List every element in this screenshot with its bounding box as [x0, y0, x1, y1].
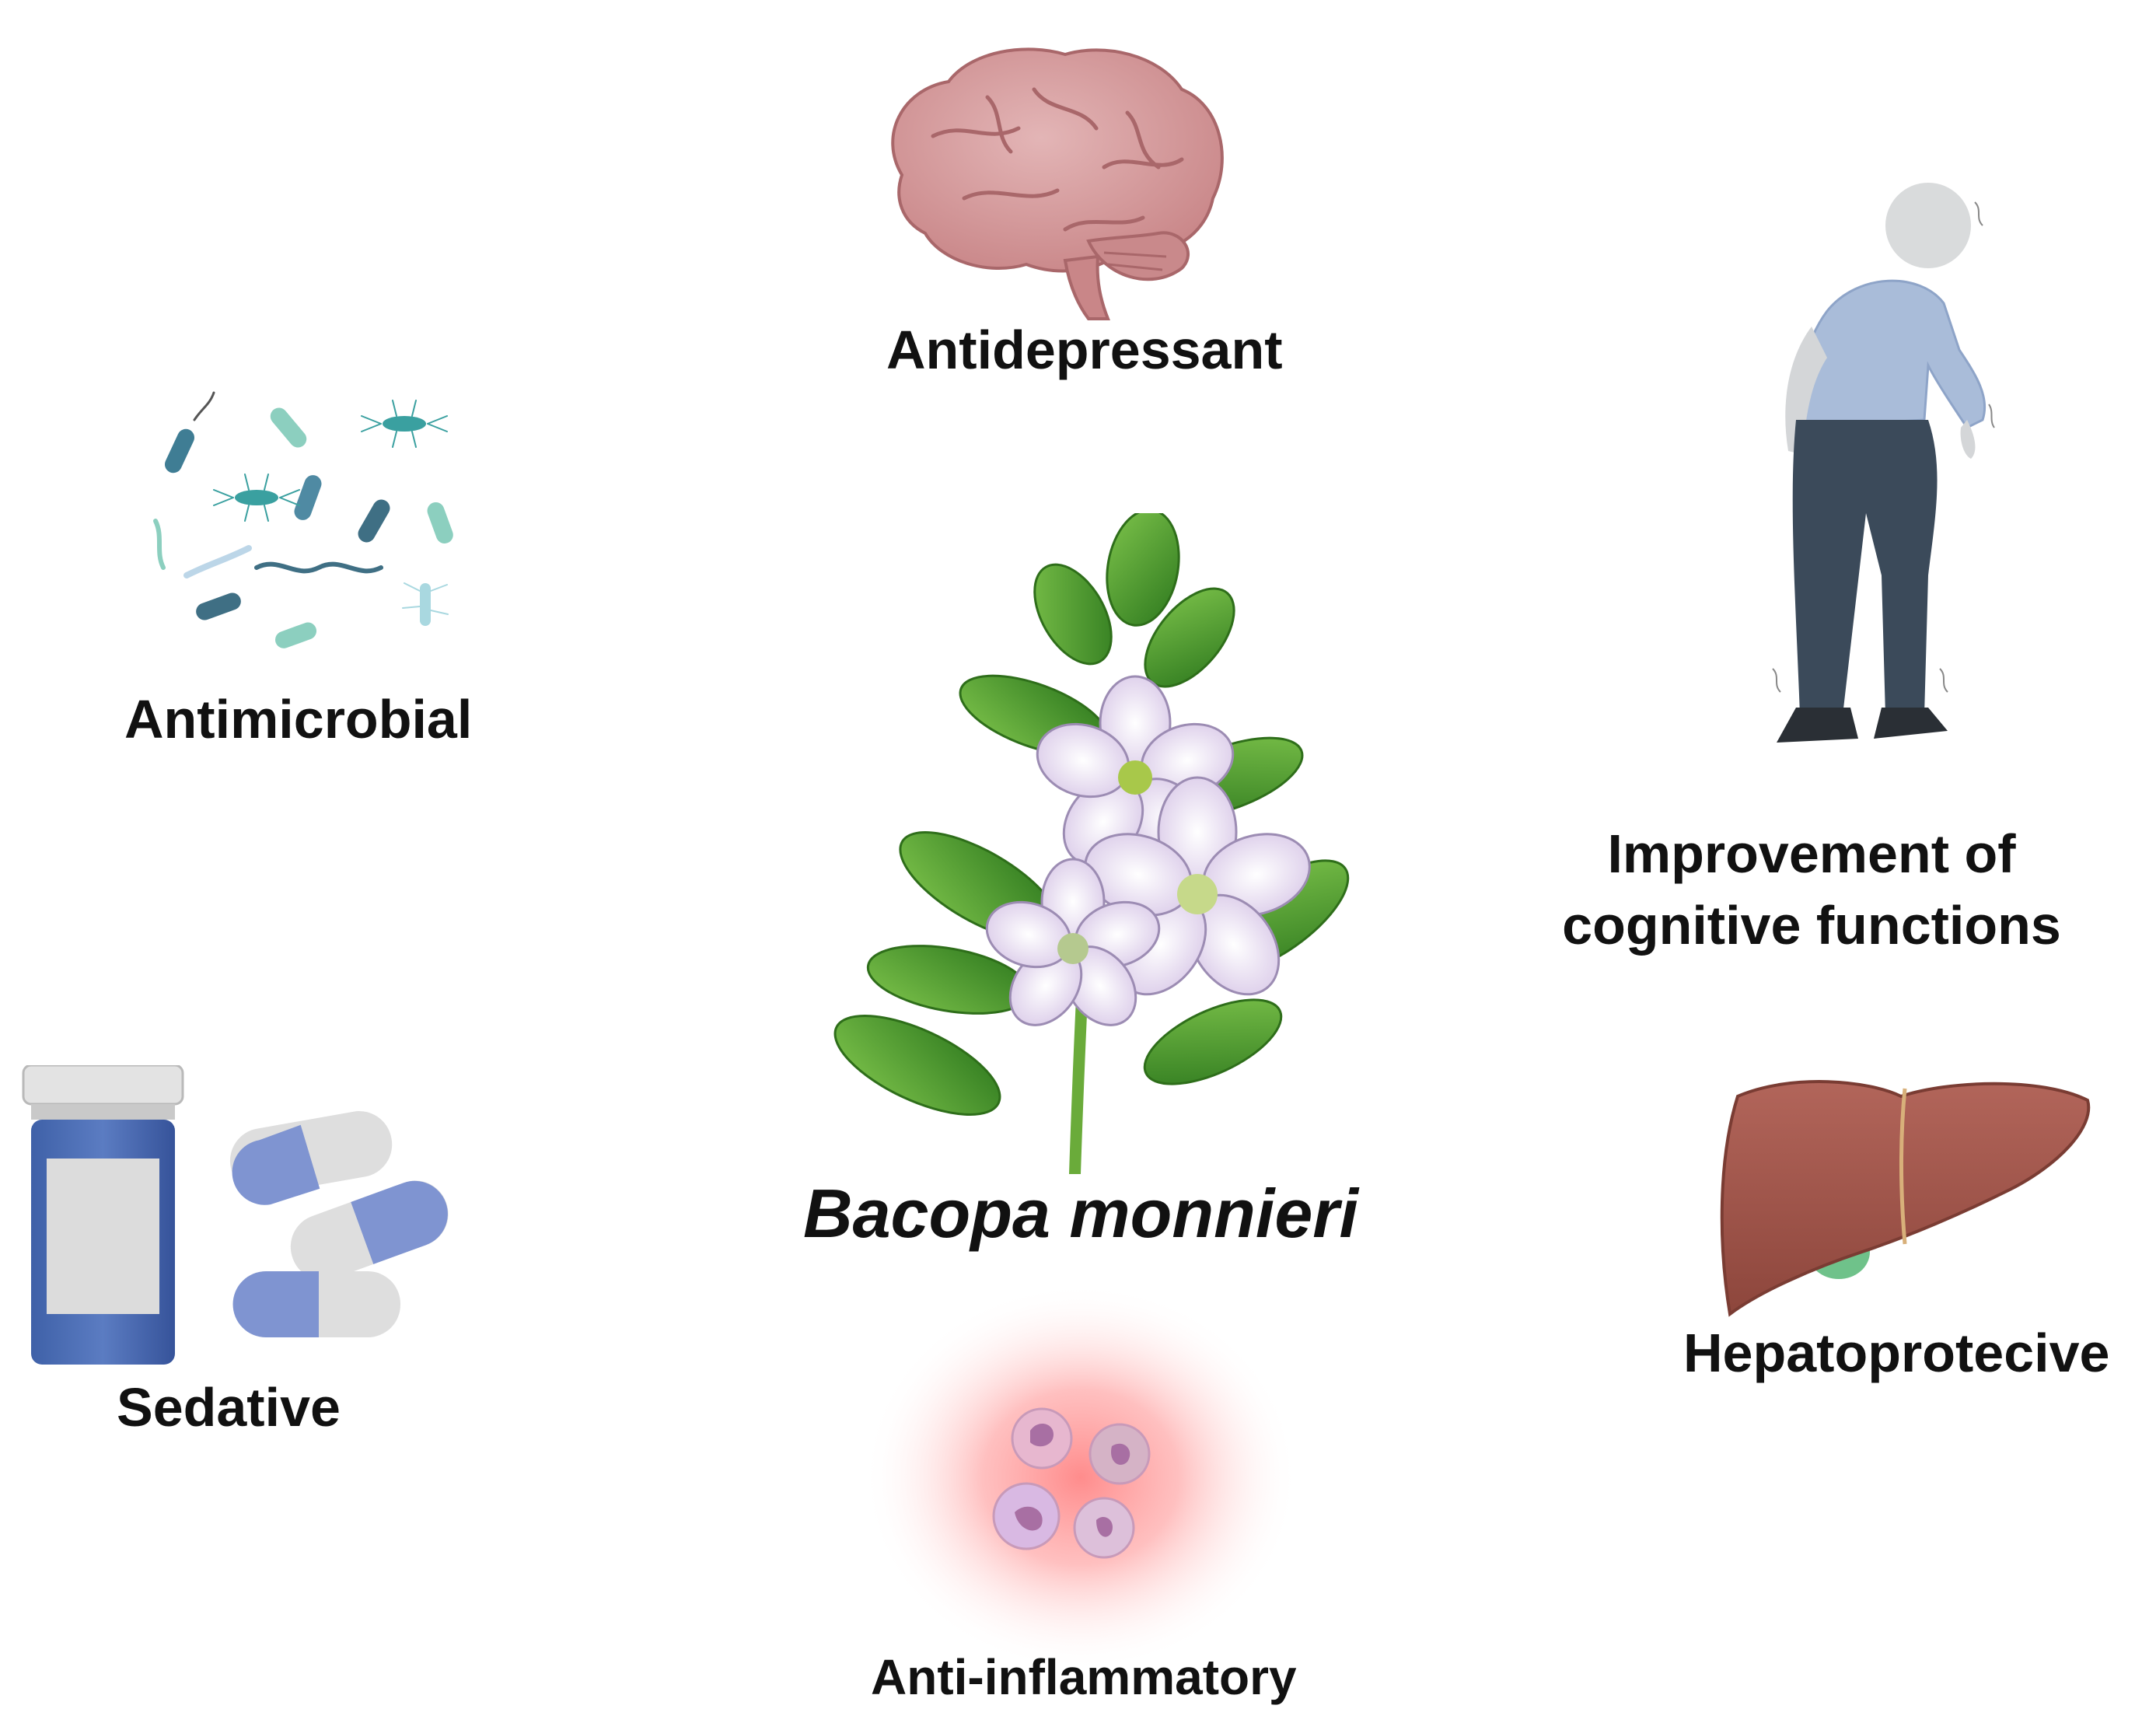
bacopa-plant-icon	[833, 513, 1350, 1174]
antimicrobial-label: Antimicrobial	[124, 689, 473, 750]
cognitive-label-line2: cognitive functions	[1562, 895, 2061, 956]
liver-icon	[1720, 1080, 2091, 1317]
antidepressant-label: Antidepressant	[886, 320, 1283, 380]
brain-icon	[891, 47, 1224, 320]
hepatoprotective-label: Hepatoprotecive	[1683, 1323, 2110, 1383]
inflamed-cells-icon	[863, 1283, 1298, 1672]
center-title: Bacopa monnieri	[803, 1175, 1358, 1252]
cognitive-label-line1: Improvement of	[1607, 823, 2016, 884]
pill-bottle-icon	[22, 1065, 449, 1365]
bacteria-icon	[153, 391, 453, 648]
sedative-label: Sedative	[117, 1377, 341, 1438]
elderly-person-icon	[1772, 183, 1995, 743]
anti-inflammatory-label: Anti-inflammatory	[871, 1649, 1297, 1705]
